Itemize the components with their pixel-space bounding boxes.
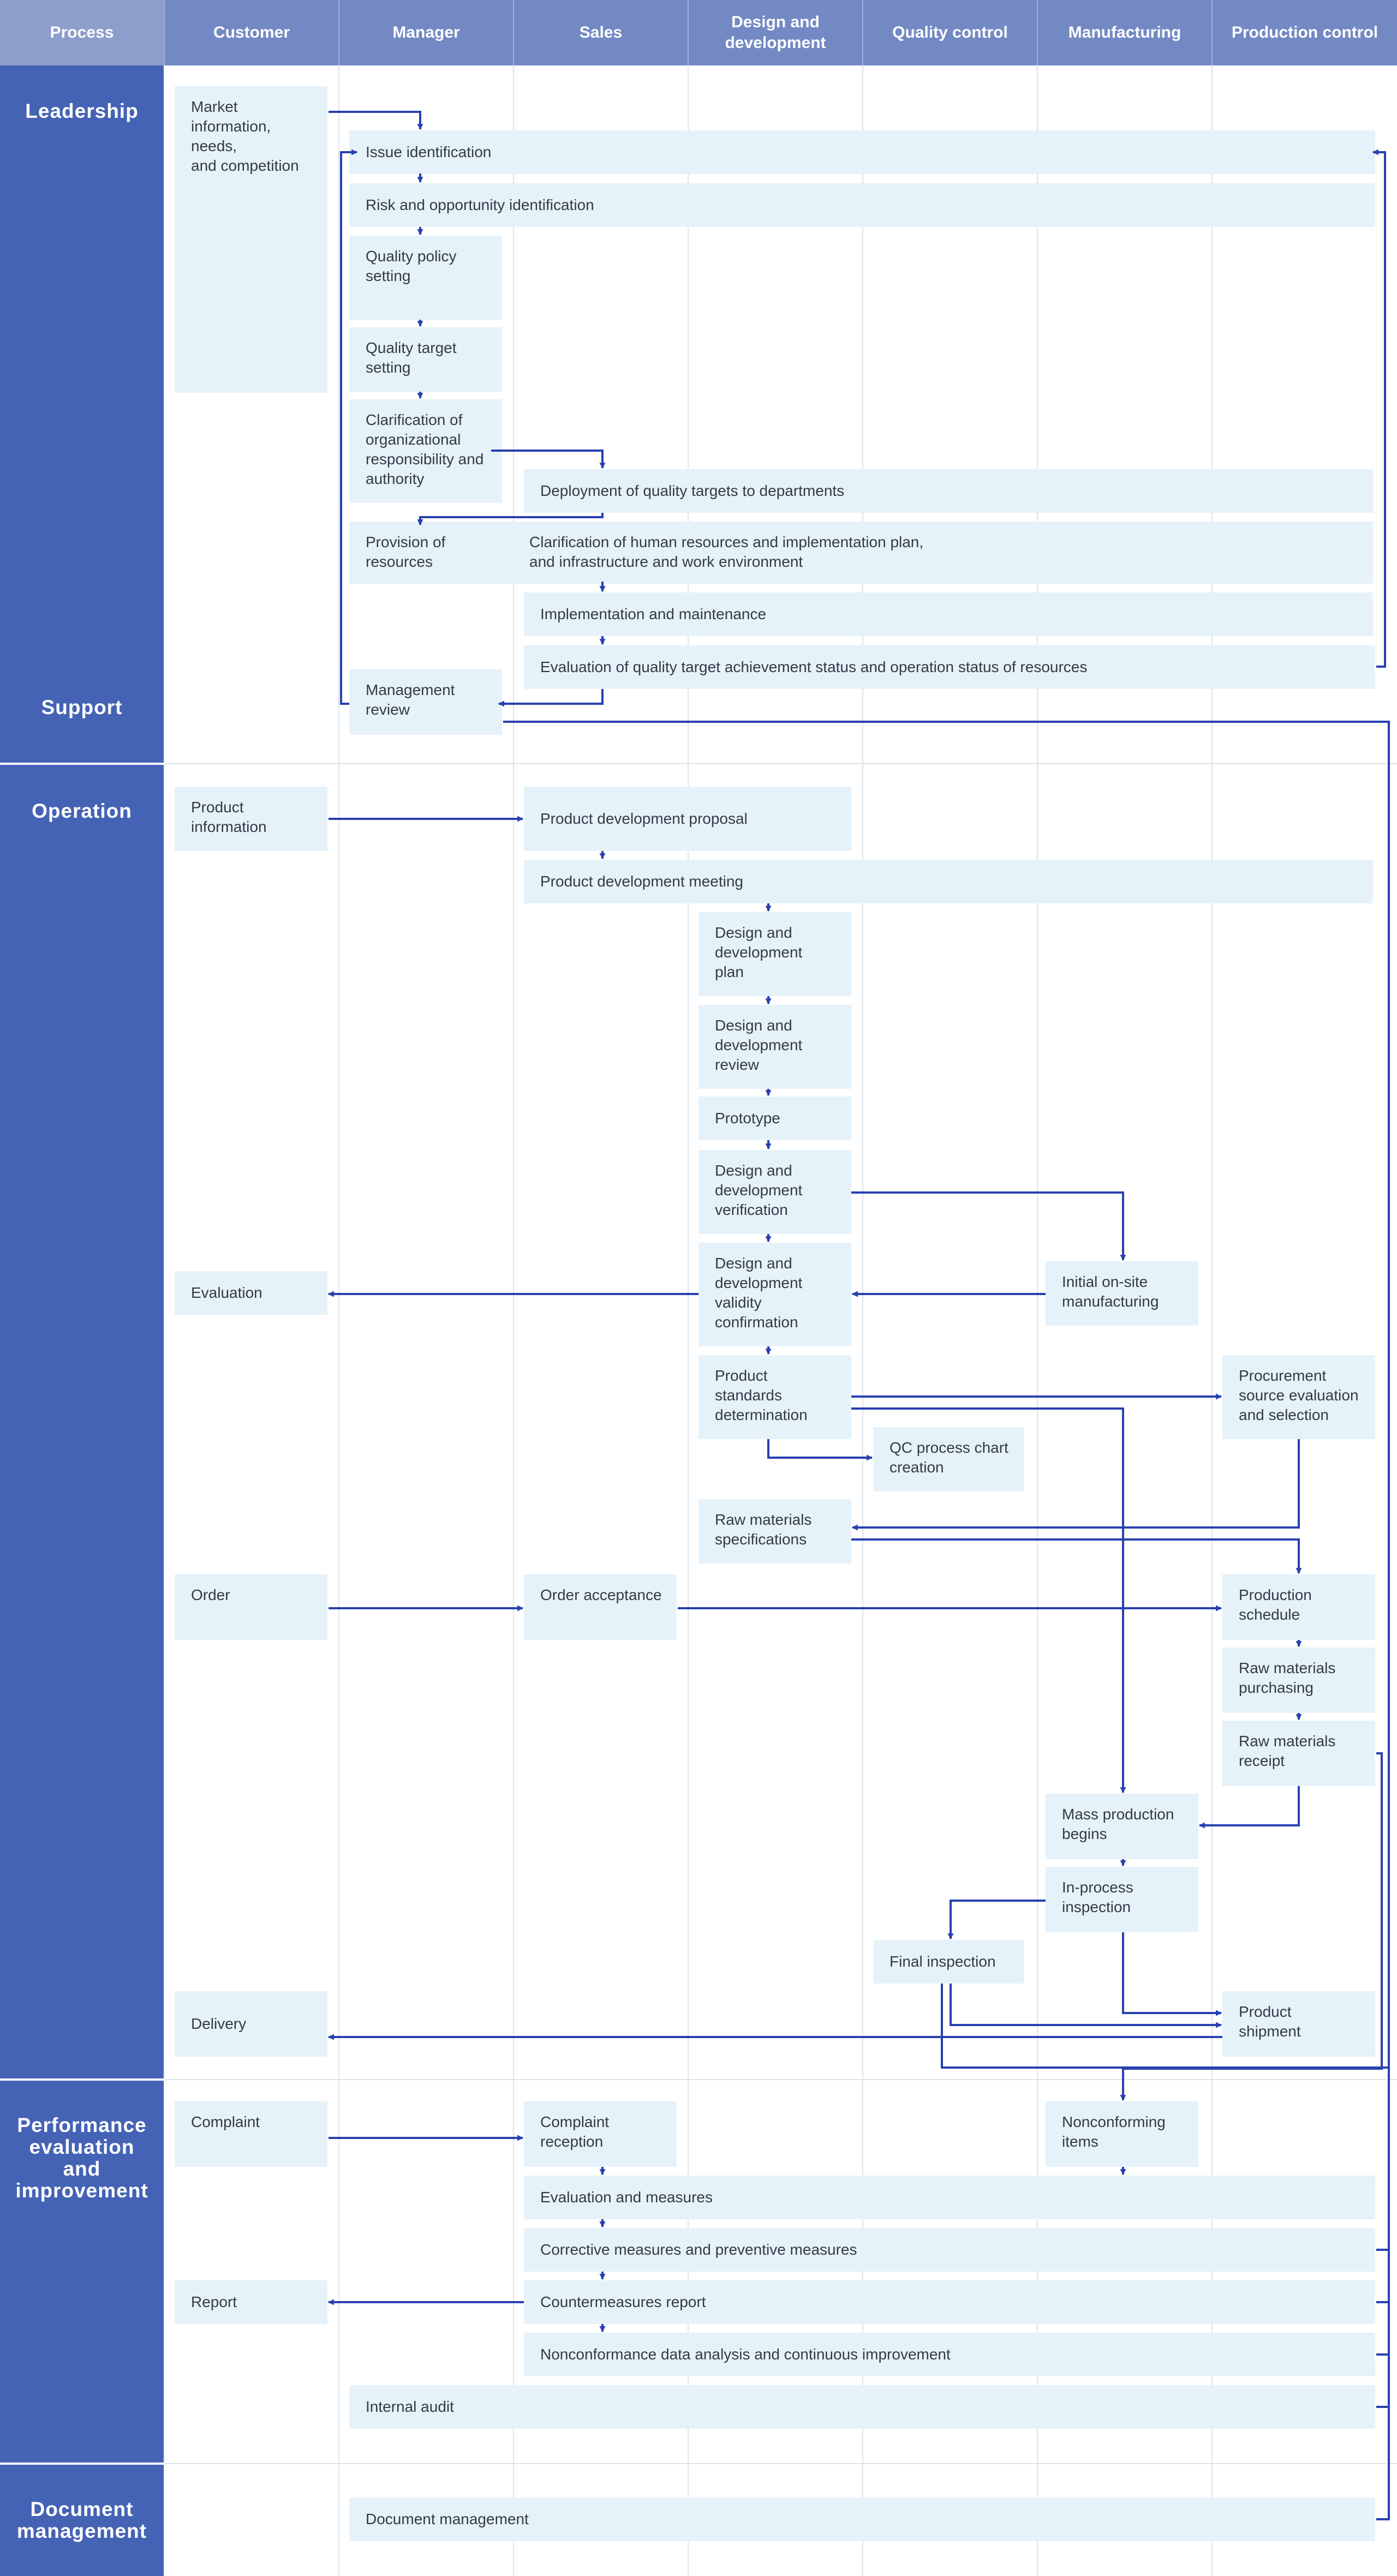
column-header-manager: Manager: [338, 0, 513, 65]
connector-arrow: [851, 1538, 1302, 1574]
clarification-hr-box: Clarification of human resources and imp…: [513, 522, 1373, 584]
connector-arrow: [1372, 149, 1386, 668]
phase-label-performance: Performance evaluation and improvement: [15, 2114, 148, 2202]
connector-arrow: [491, 450, 606, 469]
dd-plan-box: Design and development plan: [698, 912, 851, 996]
grid-line: [513, 65, 514, 2576]
countermeasures-report-box: Countermeasures report: [524, 2280, 1375, 2324]
connector-arrow: [1122, 1932, 1222, 2016]
grid-line: [338, 65, 339, 2576]
market-information-box: Market information, needs, and competiti…: [175, 86, 327, 393]
risk-opportunity-box: Risk and opportunity identification: [349, 183, 1375, 227]
raw-materials-purchasing-box: Raw materials purchasing: [1222, 1648, 1375, 1713]
document-management-box: Document management: [349, 2497, 1375, 2541]
report-box: Report: [175, 2280, 327, 2324]
phase-label-support: Support: [41, 696, 123, 718]
complaint-box: Complaint: [175, 2101, 327, 2167]
deployment-quality-targets-box: Deployment of quality targets to departm…: [524, 469, 1373, 513]
grid-line: [164, 2463, 1397, 2464]
qc-process-chart-box: QC process chart creation: [873, 1427, 1024, 1491]
product-development-meeting-box: Product development meeting: [524, 860, 1373, 903]
product-information-box: Product information: [175, 787, 327, 851]
phase-rail-document: [0, 2465, 164, 2576]
delivery-box: Delivery: [175, 1991, 327, 2057]
column-header-manufacturing: Manufacturing: [1037, 0, 1211, 65]
product-development-proposal-box: Product development proposal: [524, 787, 851, 851]
phase-rail-leadership-support: [0, 65, 164, 763]
connector-arrow: [1198, 1786, 1300, 1829]
issue-identification-box: Issue identification: [349, 130, 1375, 174]
dd-review-box: Design and development review: [698, 1005, 851, 1089]
raw-materials-specifications-box: Raw materials specifications: [698, 1499, 851, 1563]
column-header-design-development: Design and development: [688, 0, 862, 65]
dd-validity-box: Design and development validity confirma…: [698, 1243, 851, 1346]
connector-arrow: [329, 111, 423, 130]
initial-manufacturing-box: Initial on-site manufacturing: [1046, 1261, 1198, 1326]
final-inspection-box: Final inspection: [873, 1940, 1024, 1984]
raw-materials-receipt-box: Raw materials receipt: [1222, 1721, 1375, 1786]
evaluation-measures-box: Evaluation and measures: [524, 2176, 1375, 2219]
connector-arrow: [498, 689, 604, 707]
provision-resources-box: Provision of resources: [349, 522, 524, 584]
product-standards-box: Product standards determination: [698, 1355, 851, 1439]
product-shipment-box: Product shipment: [1222, 1991, 1375, 2057]
procurement-source-box: Procurement source evaluation and select…: [1222, 1355, 1375, 1439]
order-box: Order: [175, 1574, 327, 1640]
column-header-process: Process: [0, 0, 164, 65]
internal-audit-box: Internal audit: [349, 2385, 1375, 2429]
complaint-reception-box: Complaint reception: [524, 2101, 677, 2167]
phase-label-operation: Operation: [32, 800, 132, 822]
in-process-inspection-box: In-process inspection: [1046, 1867, 1198, 1932]
column-header-customer: Customer: [164, 0, 338, 65]
quality-target-box: Quality target setting: [349, 327, 502, 392]
evaluation-status-box: Evaluation of quality target achievement…: [524, 645, 1375, 689]
connector-arrow: [851, 1191, 1126, 1261]
column-header-sales: Sales: [513, 0, 688, 65]
management-review-box: Management review: [349, 669, 502, 735]
phase-rail-performance: [0, 2081, 164, 2463]
grid-line: [164, 2079, 1397, 2080]
connector-arrow: [947, 1900, 1046, 1940]
evaluation-box: Evaluation: [175, 1271, 327, 1315]
connector-arrow: [950, 1984, 1222, 2028]
grid-line: [164, 763, 1397, 764]
phase-rail-operation: [0, 765, 164, 2078]
quality-policy-box: Quality policy setting: [349, 236, 502, 320]
clarification-organizational-box: Clarification of organizational responsi…: [349, 399, 502, 503]
dd-verification-box: Design and development verification: [698, 1150, 851, 1234]
nonconformance-analysis-box: Nonconformance data analysis and continu…: [524, 2333, 1375, 2376]
phase-label-leadership: Leadership: [25, 100, 139, 122]
production-schedule-box: Production schedule: [1222, 1574, 1375, 1640]
prototype-box: Prototype: [698, 1097, 851, 1140]
phase-label-document: Document management: [16, 2498, 147, 2542]
column-header-production-control: Production control: [1211, 0, 1397, 65]
mass-production-box: Mass production begins: [1046, 1794, 1198, 1859]
corrective-measures-box: Corrective measures and preventive measu…: [524, 2228, 1375, 2272]
nonconforming-items-box: Nonconforming items: [1046, 2101, 1198, 2167]
connector-line: [1376, 2068, 1390, 2520]
connector-arrow: [767, 1439, 873, 1461]
column-header-quality-control: Quality control: [862, 0, 1037, 65]
implementation-maintenance-box: Implementation and maintenance: [524, 592, 1373, 636]
order-acceptance-box: Order acceptance: [524, 1574, 677, 1640]
